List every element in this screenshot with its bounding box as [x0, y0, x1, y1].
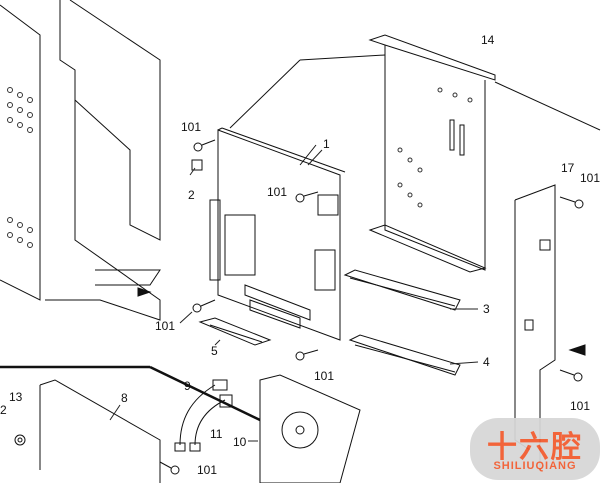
rail-3: [343, 269, 461, 311]
part-label-17: 17: [561, 161, 575, 175]
part-label-3: 3: [483, 302, 490, 316]
part-label-13: 13: [9, 390, 23, 404]
part-label-101-a: 101: [181, 120, 202, 134]
part-label-11: 11: [210, 427, 223, 441]
left-frame-panel: [0, 0, 161, 321]
part-label-1: 1: [323, 137, 330, 151]
watermark-chinese-text: 十六腔: [487, 430, 583, 465]
watermark-latin-text: SHILIUQIANG: [493, 460, 577, 472]
part-label-8: 8: [121, 391, 128, 405]
part-label-14: 14: [481, 33, 495, 47]
part-label-101-f: 101: [570, 399, 591, 413]
part-label-101-g: 101: [197, 463, 218, 477]
part-label-9: 9: [184, 379, 191, 393]
cover-chassis: [368, 34, 601, 273]
part-label-101-d: 101: [155, 319, 176, 333]
watermark-badge: 十六腔 SHILIUQIANG: [470, 418, 600, 480]
hard-disk: [259, 374, 361, 484]
controller-board: [209, 54, 386, 341]
part-label-4: 4: [483, 355, 490, 369]
part-label-12: 2: [0, 403, 7, 417]
memory-module: [198, 317, 272, 346]
part-label-101-c: 101: [580, 171, 601, 185]
harness: [174, 379, 233, 452]
part-label-5: 5: [211, 344, 218, 358]
part-label-2: 2: [188, 188, 195, 202]
part-label-10: 10: [233, 435, 247, 449]
part-label-101-e: 101: [314, 369, 335, 383]
leader-lines: [109, 149, 479, 442]
part-label-101-b: 101: [267, 185, 288, 199]
rail-4: [348, 334, 461, 376]
hdd-bracket: [14, 379, 161, 483]
screws: [159, 139, 584, 475]
